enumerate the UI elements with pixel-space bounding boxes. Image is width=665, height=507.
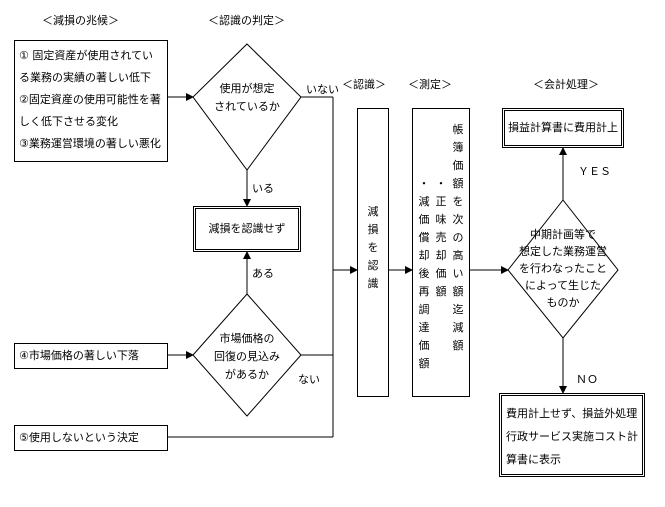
decision2-question: 市場価格の 回復の見込み があるか bbox=[207, 330, 287, 384]
decision3-yes-label: ＹＥＳ bbox=[578, 165, 611, 178]
measure-col-3-char: 減 bbox=[418, 195, 430, 208]
signs-line-2: る業務の実績の著しい低下 bbox=[19, 71, 151, 84]
non-expense-line-1: 費用計上せず、損益外処理 bbox=[506, 407, 638, 420]
measure-col-1-char: 額 bbox=[452, 177, 464, 190]
decision3-line-3: を行わなったこと bbox=[519, 262, 607, 275]
measure-col-2-char: 味 bbox=[435, 213, 447, 226]
recognize-char: を bbox=[367, 241, 379, 254]
measure-col-1-char: 次 bbox=[452, 213, 464, 226]
recognize-char: 減 bbox=[367, 205, 379, 218]
measure-col-3-char: ・ bbox=[418, 177, 430, 190]
measure-col-2-char: 額 bbox=[435, 285, 447, 298]
non-expense-line-2: 行政サービス実施コスト計 bbox=[506, 430, 638, 443]
sign4-box: ④市場価格の著しい下落 bbox=[14, 343, 168, 369]
decision3-line-5: ものか bbox=[546, 296, 580, 309]
signs-box: ① 固定資産が使用されてい る業務の実績の著しい低下 ②固定資産の使用可能性を著… bbox=[14, 40, 168, 162]
measure-col-2-char: 却 bbox=[435, 249, 447, 262]
recognize-label: 減損を認識 bbox=[366, 203, 380, 293]
measure-col-3-char: 再 bbox=[418, 285, 430, 298]
not-recognized-label: 減損を認識せず bbox=[208, 222, 286, 235]
measure-col-3-char: 却 bbox=[418, 249, 430, 262]
expense-label: 損益計算書に費用計上 bbox=[508, 121, 618, 134]
decision1-line-1: 使用が想定 bbox=[219, 82, 275, 95]
measure-col-3-char: 額 bbox=[418, 357, 430, 370]
decision3-question: 中期計画等で 想定した業務運営 を行わなったこと によって生じた ものか bbox=[513, 226, 613, 311]
measure-col-1-char: 額 bbox=[452, 285, 464, 298]
measure-col-1: 帳簿価額を次の高い額迄減額 bbox=[451, 121, 465, 355]
sign5-label: ⑤使用しないという決定 bbox=[19, 431, 139, 444]
decision2-no-label: ない bbox=[298, 373, 320, 386]
sign4-label: ④市場価格の著しい下落 bbox=[19, 349, 139, 362]
decision2-line-3: があるか bbox=[225, 368, 269, 381]
sign5-box: ⑤使用しないという決定 bbox=[14, 425, 168, 451]
decision1-diamond bbox=[192, 43, 302, 171]
measure-col-1-char: 額 bbox=[452, 339, 464, 352]
measure-col-3-char: 調 bbox=[418, 303, 430, 316]
decision3-line-4: によって生じた bbox=[524, 279, 602, 292]
measure-col-2-char: 正 bbox=[435, 195, 447, 208]
measure-col-3-char: 価 bbox=[418, 339, 430, 352]
measure-col-1-char: 価 bbox=[452, 159, 464, 172]
measure-col-2-char: 売 bbox=[435, 231, 447, 244]
measure-col-1-char: の bbox=[452, 231, 464, 244]
measure-col-1-char: い bbox=[452, 267, 464, 280]
expense-box: 損益計算書に費用計上 bbox=[502, 108, 624, 148]
decision2-line-2: 回復の見込み bbox=[214, 350, 280, 363]
header-judgment: ＜認識の判定＞ bbox=[208, 14, 285, 27]
measure-col-2-char: ・ bbox=[435, 177, 447, 190]
recognize-box: 減損を認識 bbox=[357, 108, 389, 397]
non-expense-line-3: 算書に表示 bbox=[506, 453, 561, 466]
recognize-char: 識 bbox=[367, 277, 379, 290]
measure-col-1-char: 簿 bbox=[452, 141, 464, 154]
measure-col-1-char: を bbox=[452, 195, 464, 208]
header-recognition: ＜認識＞ bbox=[342, 78, 386, 91]
decision2-yes-label: ある bbox=[252, 267, 274, 280]
header-measurement: ＜測定＞ bbox=[408, 78, 452, 91]
recognize-char: 損 bbox=[367, 223, 379, 236]
decision1-question: 使用が想定 されているか bbox=[212, 80, 282, 116]
measure-col-3-char: 達 bbox=[418, 321, 430, 334]
measure-col-3-char: 価 bbox=[418, 213, 430, 226]
non-expense-box: 費用計上せず、損益外処理 行政サービス実施コスト計 算書に表示 bbox=[499, 393, 645, 477]
recognize-char: 認 bbox=[367, 259, 379, 272]
decision1-yes-label: いる bbox=[252, 182, 274, 195]
decision2-diamond bbox=[192, 293, 302, 417]
signs-line-5: ③業務運営環境の著しい悪化 bbox=[19, 137, 161, 150]
decision3-line-2: 想定した業務運営 bbox=[519, 245, 607, 258]
measure-col-3-char: 後 bbox=[418, 267, 430, 280]
signs-line-1: ① 固定資産が使用されてい bbox=[19, 49, 154, 62]
decision3-no-label: ＮＯ bbox=[576, 373, 598, 386]
measure-col-1-char: 高 bbox=[452, 249, 464, 262]
measure-col-3-char: 償 bbox=[418, 231, 430, 244]
measure-col-3: ・減価償却後再調達価額 bbox=[417, 175, 431, 373]
not-recognized-box: 減損を認識せず bbox=[193, 206, 301, 252]
measure-col-2-char: 価 bbox=[435, 267, 447, 280]
signs-line-3: ②固定資産の使用可能性を著 bbox=[19, 93, 161, 106]
decision1-line-2: されているか bbox=[214, 100, 280, 113]
measure-col-2: ・正味売却価額 bbox=[434, 175, 448, 301]
header-signs: ＜減損の兆候＞ bbox=[42, 14, 119, 27]
measure-box: 帳簿価額を次の高い額迄減額 ・正味売却価額 ・減価償却後再調達価額 bbox=[412, 108, 470, 397]
measure-col-1-char: 迄 bbox=[452, 303, 464, 316]
decision3-diamond bbox=[507, 199, 619, 339]
measure-col-1-char: 減 bbox=[452, 321, 464, 334]
decision2-line-1: 市場価格の bbox=[219, 332, 275, 345]
header-accounting: ＜会計処理＞ bbox=[533, 78, 599, 91]
measure-col-1-char: 帳 bbox=[452, 123, 464, 136]
decision1-no-label: いない bbox=[306, 83, 339, 96]
decision3-line-1: 中期計画等で bbox=[530, 228, 596, 241]
signs-line-4: しく低下させる変化 bbox=[19, 115, 118, 128]
